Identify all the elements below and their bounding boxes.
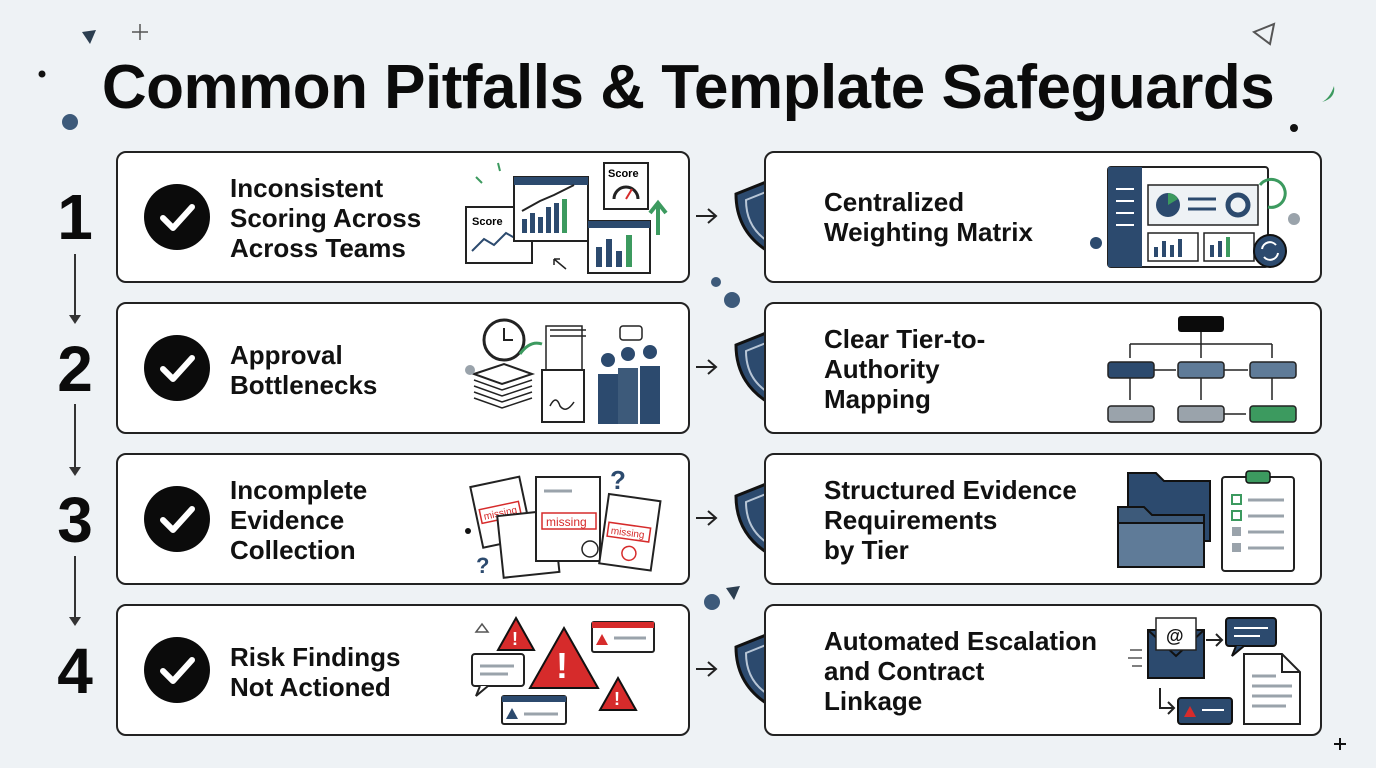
step-number-4: 4 [57,635,93,707]
step-number-1: 1 [57,181,93,253]
svg-text:@: @ [1166,626,1184,646]
missing-label-2: missing [546,515,587,529]
pitfall-card-3: Incomplete Evidence Collection missing m… [116,453,690,585]
scorecards-charts-icon: Score Score [465,162,668,274]
org-hierarchy-icon [1107,316,1297,423]
arrow-right-icon [696,208,718,224]
risk-alerts-icon: ! ! ! [471,615,655,725]
checkmark-icon [144,637,210,703]
pitfall-text-4: Risk Findings Not Actioned [230,642,401,702]
step-number-2: 2 [57,333,93,405]
safeguard-card-2: Clear Tier-to- Authority Mapping [764,302,1322,434]
arrow-right-icon [696,510,718,526]
safeguard-card-1: Centralized Weighting Matrix [764,151,1322,283]
checkmark-icon [144,335,210,401]
svg-text:!: ! [614,689,620,709]
safeguard-card-3: Structured Evidence Requirements by Tier [764,453,1322,585]
pitfall-text-1: Inconsistent Scoring Across Across Teams [230,173,422,263]
checkmark-icon [144,184,210,250]
arrow-right-icon [696,359,718,375]
checkmark-icon [144,486,210,552]
pitfall-text-3: Incomplete Evidence Collection [230,475,368,565]
paperwork-queue-icon [465,318,660,424]
step-number-3: 3 [57,484,93,556]
pitfall-card-1: Inconsistent Scoring Across Across Teams… [116,151,690,283]
folders-checklist-icon [1117,470,1295,572]
email-escalation-icon: @ [1128,617,1301,725]
svg-text:?: ? [610,465,626,495]
step-connector-2 [69,404,81,476]
safeguard-text-2: Clear Tier-to- Authority Mapping [824,324,986,414]
step-connector-1 [69,254,81,324]
safeguard-text-3: Structured Evidence Requirements by Tier [824,475,1077,565]
safeguard-text-4: Automated Escalation and Contract Linkag… [824,626,1098,716]
safeguard-text-1: Centralized Weighting Matrix [824,187,1033,247]
svg-text:?: ? [476,553,489,578]
pitfall-card-2: Approval Bottlenecks [116,302,690,434]
missing-documents-icon: missing missing missing ? ? [465,465,662,579]
weighting-dashboard-icon [1090,166,1300,268]
pitfall-text-2: Approval Bottlenecks [230,340,378,400]
svg-text:!: ! [512,629,518,649]
safeguard-card-4: Automated Escalation and Contract Linkag… [764,604,1322,736]
arrow-right-icon [696,661,718,677]
missing-label-3: missing [610,526,645,542]
score-label-2: Score [608,168,639,180]
pitfall-card-4: Risk Findings Not Actioned ! ! ! [116,604,690,736]
svg-text:!: ! [556,645,568,686]
step-connector-3 [69,556,81,626]
score-label-1: Score [472,216,503,228]
page-title: Common Pitfalls & Template Safeguards [101,53,1275,122]
